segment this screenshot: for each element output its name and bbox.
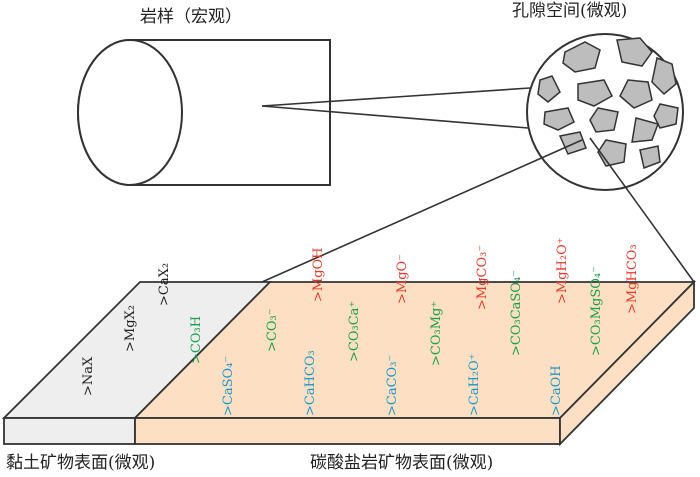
mineral-slab — [1, 279, 697, 447]
carbonate-side-face — [559, 279, 695, 447]
carbonate-species-8: >CO₃Mg⁺ — [429, 301, 444, 366]
carbonate-species-11: >CO₃CaSO₄⁻ — [509, 270, 524, 356]
clay-front-face — [3, 417, 136, 445]
carbonate-species-1: >CaSO₄⁻ — [221, 356, 236, 416]
species-layer: >NaX >MgX₂ >CaX₂ >CO₃H >CaSO₄⁻ >CO₃⁻ >CaHCO₃ >M… — [81, 237, 640, 416]
carbonate-species-7: >MgO⁻ — [395, 254, 410, 304]
carbonate-species-15: >MgHCO₃ — [625, 244, 640, 314]
zoom-lines — [261, 87, 695, 283]
carbonate-species-2: >CO₃⁻ — [265, 308, 280, 352]
pore-space-label: 孔隙空间(微观) — [512, 1, 627, 21]
carbonate-species-10: >MgCO₃⁻ — [475, 245, 490, 310]
carbonate-species-0: >CO₃H — [189, 316, 204, 364]
carbonate-front-face — [134, 417, 561, 445]
carbonate-species-3: >CaHCO₃ — [303, 350, 318, 416]
rock-grains — [537, 37, 679, 170]
clay-species-0: >NaX — [81, 356, 96, 396]
carbonate-species-5: >CO₃Ca⁺ — [347, 301, 362, 362]
rock-sample-label: 岩样（宏观） — [140, 7, 242, 27]
clay-species-1: >MgX₂ — [123, 305, 138, 352]
carbonate-species-4: >MgOH — [311, 247, 326, 302]
carbonate-species-13: >MgH₂O⁺ — [555, 237, 570, 304]
carbonate-species-6: >CaCO₃⁻ — [385, 355, 400, 416]
clay-surface-label: 黏土矿物表面(微观) — [6, 453, 155, 473]
clay-species-2: >CaX₂ — [157, 263, 172, 306]
carbonate-species-9: >CaH₂O⁺ — [467, 353, 482, 416]
carbonate-species-14: >CO₃MgSO₄⁻ — [589, 266, 604, 356]
carbonate-species-12: >CaOH — [549, 365, 564, 416]
rock-sample-cylinder — [77, 39, 331, 186]
pore-space-circle — [526, 33, 684, 191]
carbonate-surface-label: 碳酸盐岩矿物表面(微观) — [310, 453, 493, 473]
